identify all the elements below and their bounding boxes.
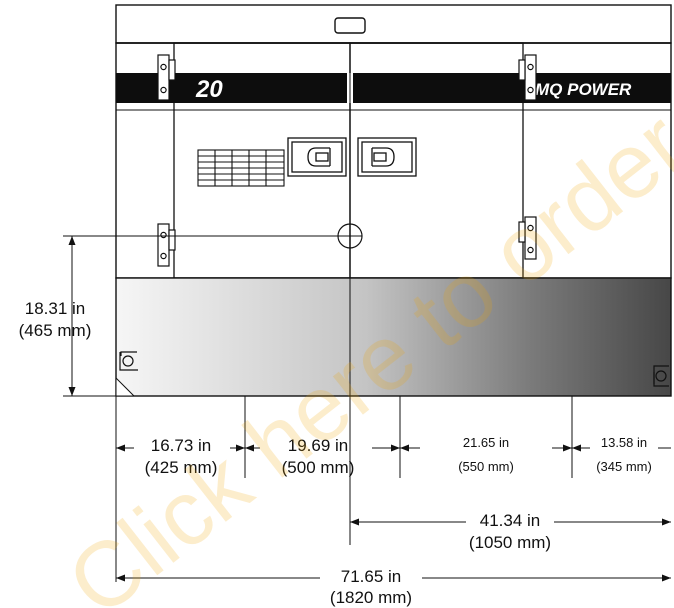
base-fuel-tank <box>115 277 672 397</box>
seg2-label: 19.69 in (500 mm) <box>282 436 355 477</box>
seg1-metric: (425 mm) <box>145 458 218 477</box>
overall-metric: (1820 mm) <box>330 588 412 607</box>
seg3-label: 21.65 in (550 mm) <box>458 435 514 474</box>
center-to-edge-metric: (1050 mm) <box>469 533 551 552</box>
hinge-icon <box>157 223 176 267</box>
center-to-edge-imperial: 41.34 in <box>480 511 541 530</box>
center-to-edge-label: 41.34 in (1050 mm) <box>469 511 551 552</box>
height-dimension-label: 18.31 in (465 mm) <box>19 299 92 340</box>
door-handle-left-icon <box>287 137 347 177</box>
tie-down-icon <box>119 351 138 371</box>
tie-down-icon <box>653 365 669 387</box>
seg4-label: 13.58 in (345 mm) <box>596 435 652 474</box>
roof-panel <box>115 4 672 44</box>
seg2-imperial: 19.69 in <box>288 436 349 455</box>
brand-stripe <box>116 73 671 111</box>
brand-label: MQ POWER <box>535 80 632 99</box>
dimension-lines <box>63 43 671 582</box>
seg3-metric: (550 mm) <box>458 459 514 474</box>
seg2-metric: (500 mm) <box>282 458 355 477</box>
seg4-imperial: 13.58 in <box>601 435 647 450</box>
seg1-imperial: 16.73 in <box>151 436 212 455</box>
seg3-imperial: 21.65 in <box>463 435 509 450</box>
seg1-label: 16.73 in (425 mm) <box>145 436 218 477</box>
door-hinges <box>157 54 537 267</box>
overall-imperial: 71.65 in <box>341 567 402 586</box>
lifting-eye-icon <box>334 17 366 34</box>
hinge-icon <box>157 54 176 101</box>
model-label: 20 <box>195 76 223 103</box>
height-metric: (465 mm) <box>19 321 92 340</box>
overall-width-label: 71.65 in (1820 mm) <box>330 567 412 607</box>
seg4-metric: (345 mm) <box>596 459 652 474</box>
height-imperial: 18.31 in <box>25 299 86 318</box>
louver-vent-grid <box>197 149 285 187</box>
hinge-icon <box>518 216 537 260</box>
door-handle-right-icon <box>357 137 417 177</box>
hinge-icon <box>518 54 537 101</box>
